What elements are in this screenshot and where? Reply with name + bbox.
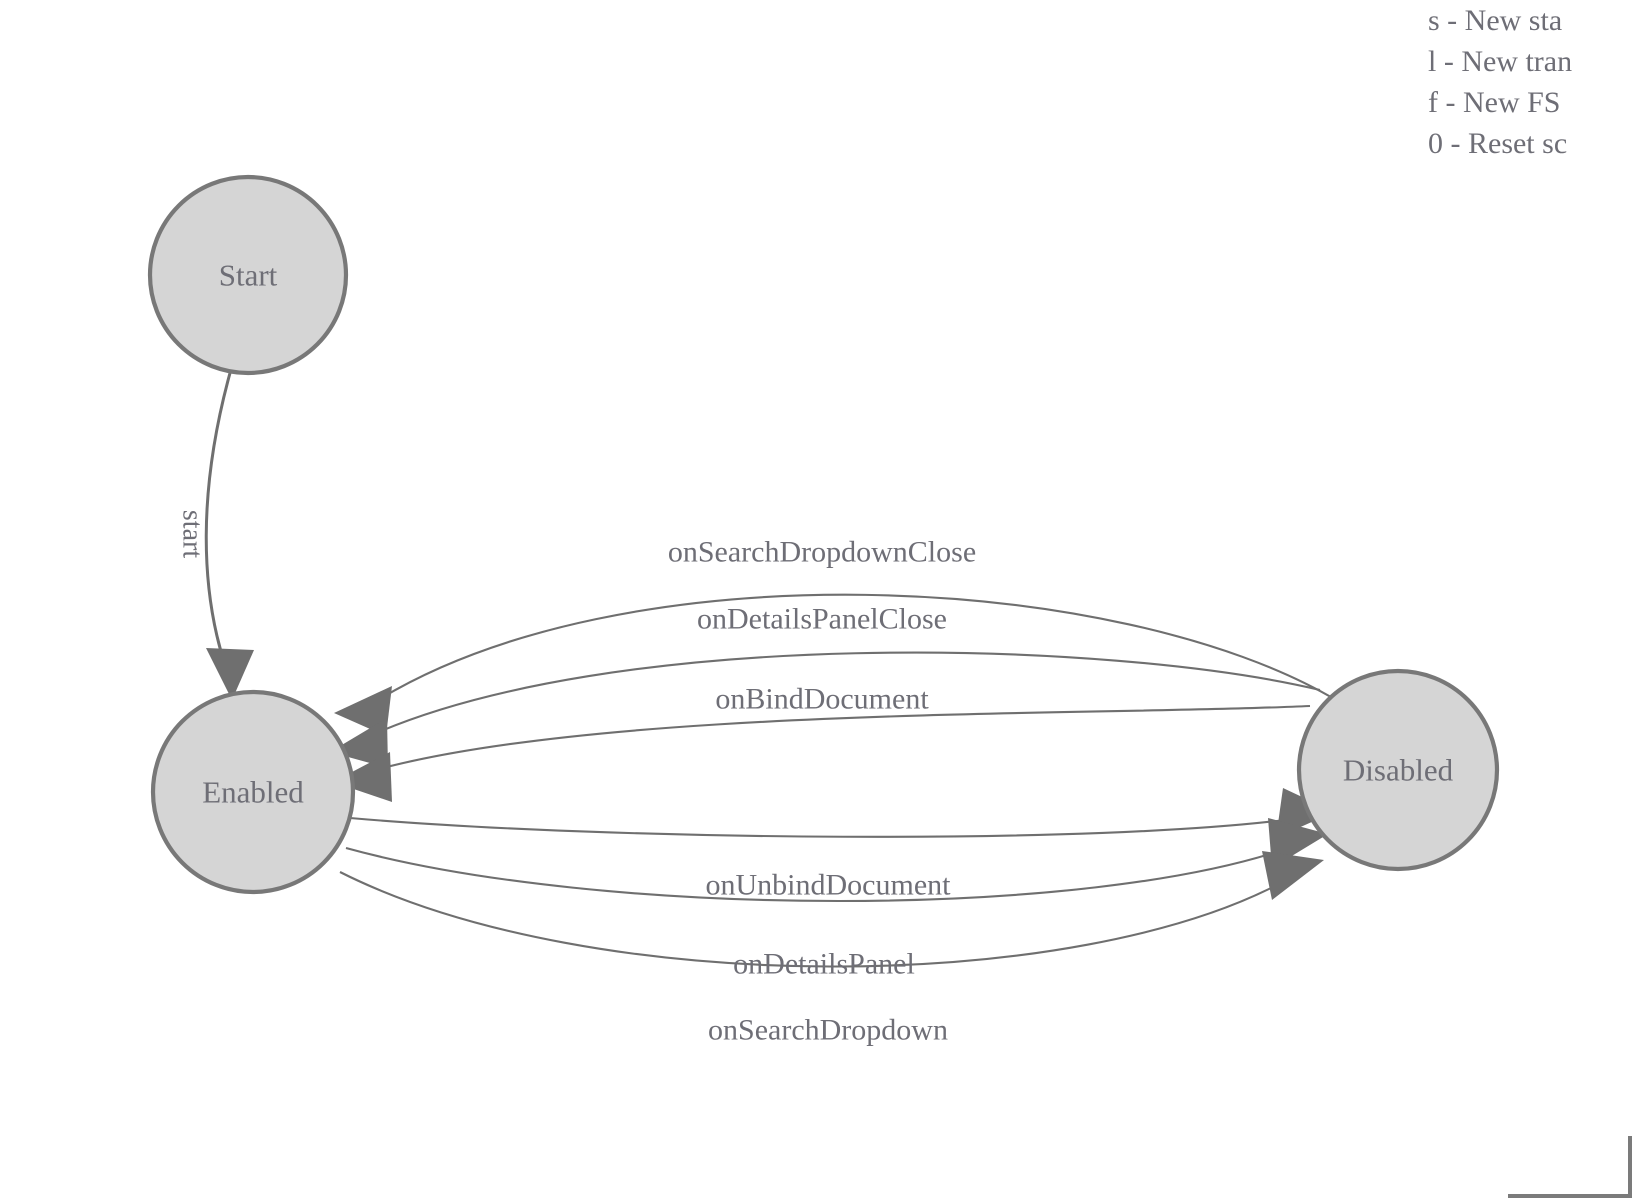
- edge-label-on-details-panel-close: onDetailsPanelClose: [697, 603, 947, 636]
- edge-on-details-panel[interactable]: [345, 845, 1295, 903]
- edge-group-start-to-enabled: [204, 372, 254, 700]
- resize-corner-bracket[interactable]: [1508, 1136, 1632, 1198]
- edge-label-on-unbind-document: onUnbindDocument: [706, 869, 952, 902]
- arrow-head-on-bind-document: [333, 752, 392, 802]
- edge-on-unbind-document[interactable]: [349, 816, 1301, 838]
- arrow-head-start: [206, 648, 254, 700]
- edge-on-bind-document[interactable]: [367, 704, 1311, 774]
- legend-line-reset: 0 - Reset sc: [1428, 127, 1568, 160]
- node-disabled[interactable]: Disabled: [1296, 668, 1500, 872]
- edge-label-on-bind-document: onBindDocument: [715, 683, 929, 716]
- legend-line-new-state: s - New sta: [1428, 4, 1563, 37]
- node-enabled-label: Enabled: [202, 775, 304, 810]
- node-disabled-label: Disabled: [1343, 753, 1454, 788]
- edge-label-on-details-panel: onDetailsPanel: [733, 948, 915, 981]
- arrow-head-on-search-dropdown: [1262, 851, 1324, 900]
- keyboard-shortcut-legend: s - New sta l - New tran f - New FS 0 - …: [1428, 0, 1632, 164]
- edge-on-details-panel-close[interactable]: [364, 651, 1321, 739]
- node-start[interactable]: Start: [147, 174, 349, 376]
- legend-line-new-fsm: f - New FS: [1428, 86, 1561, 119]
- edge-labels: start onSearchDropdownClose onDetailsPan…: [177, 510, 977, 1047]
- edge-group-disabled-to-enabled: [330, 593, 1337, 802]
- node-enabled-circle[interactable]: [150, 689, 356, 895]
- node-start-label: Start: [219, 258, 278, 293]
- edge-label-on-search-dropdown: onSearchDropdown: [708, 1014, 948, 1047]
- arrow-head-on-search-dropdown-close: [334, 686, 392, 736]
- node-enabled[interactable]: Enabled: [150, 689, 356, 895]
- legend-line-new-transition: l - New tran: [1428, 45, 1573, 78]
- edge-on-search-dropdown-close[interactable]: [369, 593, 1337, 706]
- edge-label-on-search-dropdown-close: onSearchDropdownClose: [668, 536, 976, 569]
- edge-group-enabled-to-disabled: [339, 788, 1334, 968]
- node-disabled-circle[interactable]: [1296, 668, 1500, 872]
- edge-on-search-dropdown[interactable]: [339, 871, 1291, 968]
- edge-label-start: start: [177, 510, 208, 558]
- edge-start[interactable]: [204, 372, 232, 669]
- node-start-circle[interactable]: [147, 174, 349, 376]
